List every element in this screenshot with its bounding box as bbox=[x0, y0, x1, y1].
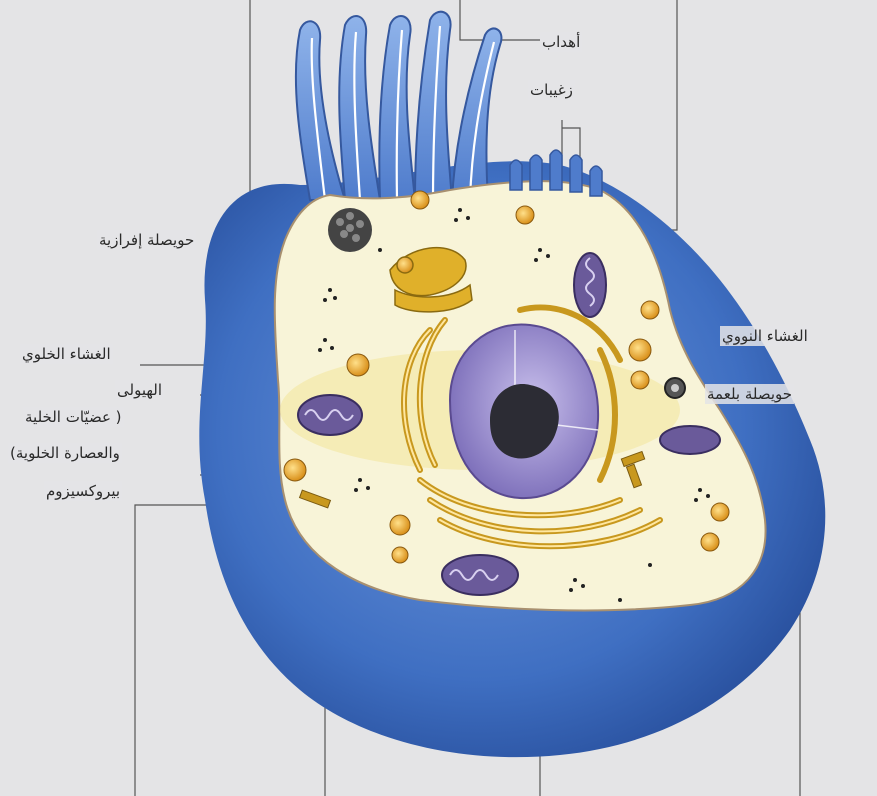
phagocytic-vesicle bbox=[665, 378, 685, 398]
label-cytoplasm-1: الهيولى bbox=[115, 380, 164, 400]
label-peroxisome: بيروكسيزوم bbox=[44, 481, 122, 501]
label-cytoplasm-3: والعصارة الخلوية) bbox=[8, 443, 122, 463]
label-secretory-vesicle: حويصلة إفرازية bbox=[97, 230, 196, 250]
golgi-apparatus bbox=[390, 248, 472, 312]
label-phagocytic-vesicle: حويصلة بلعمة bbox=[705, 384, 794, 404]
nucleus bbox=[450, 324, 598, 498]
secretory-vesicle bbox=[328, 208, 372, 252]
label-cell-membrane: الغشاء الخلوي bbox=[20, 344, 113, 364]
label-microvilli: زغيبات bbox=[528, 80, 575, 100]
label-cytoplasm-2: ( عضيّات الخلية bbox=[23, 407, 124, 427]
label-cilia: أهداب bbox=[540, 32, 582, 52]
label-nuclear-membrane: الغشاء النووي bbox=[720, 326, 810, 346]
